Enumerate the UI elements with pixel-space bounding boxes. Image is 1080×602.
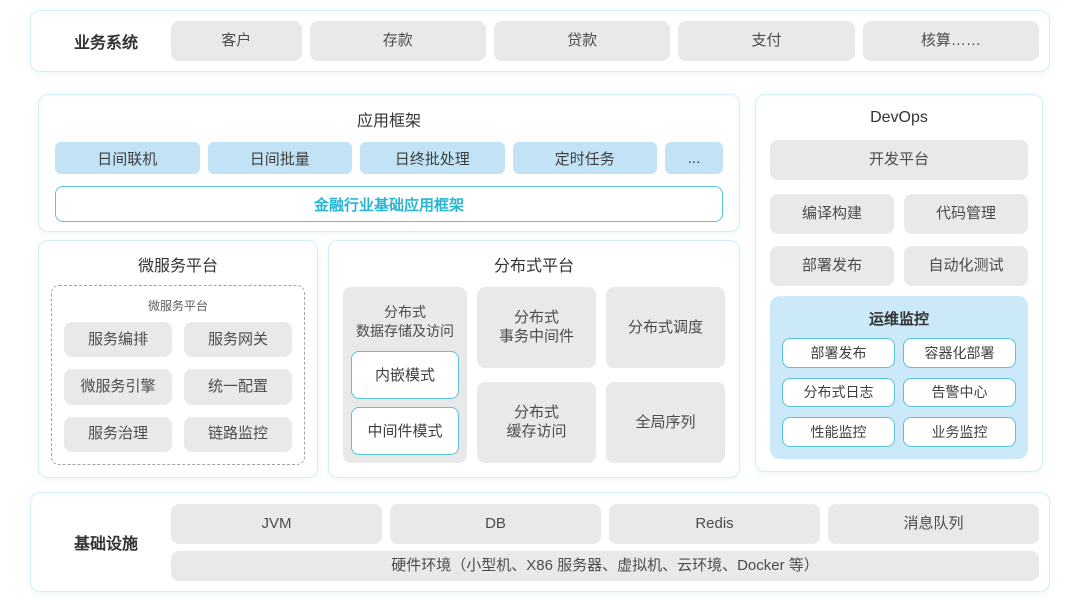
ops-monitoring-title: 运维监控 [868,311,929,328]
business-systems-boxes: 客户 存款 贷款 支付 核算…… [171,21,1040,61]
platforms-row: 微服务平台 微服务平台 服务编排 服务网关 微服务引擎 统一配置 服务治理 链路… [38,240,740,478]
hardware-environment-box: 硬件环境（小型机、X86 服务器、虚拟机、云环境、Docker 等） [171,550,1039,581]
business-systems-label: 业务系统 [73,35,138,52]
app-framework-modules: 日间联机 日间批量 日终批处理 定时任务 ... [55,142,723,174]
infrastructure-boxes: JVM DB Redis 消息队列 硬件环境（小型机、X86 服务器、虚拟机、云… [171,503,1039,581]
business-box-accounting: 核算…… [862,21,1040,61]
infrastructure-row: JVM DB Redis 消息队列 [171,503,1039,544]
distributed-column-3: 分布式调度 全局序列 [606,287,725,463]
business-systems-section: 业务系统 客户 存款 贷款 支付 核算…… [30,10,1050,72]
ms-microservice-engine: 微服务引擎 [64,369,172,405]
dev-platform-box: 开发平台 [770,140,1028,180]
microservice-title: 微服务平台 [137,258,218,275]
build-compile-box: 编译构建 [770,194,894,234]
infra-message-queue-box: 消息队列 [828,503,1039,544]
distributed-scheduling: 分布式调度 [606,287,725,368]
finance-base-framework: 金融行业基础应用框架 [55,186,723,222]
ms-unified-config: 统一配置 [184,369,292,405]
distributed-column-2: 分布式 事务中间件 分布式 缓存访问 [477,287,596,463]
distributed-transaction-middleware: 分布式 事务中间件 [477,287,596,368]
business-box-loan: 贷款 [493,21,671,61]
automated-testing-box: 自动化测试 [904,246,1028,286]
middle-left-column: 应用框架 日间联机 日间批量 日终批处理 定时任务 ... 金融行业基础应用框架… [38,94,740,478]
business-box-payment: 支付 [678,21,855,61]
module-daytime-online: 日间联机 [55,142,200,174]
distributed-content: 分布式 数据存储及访问 内嵌模式 中间件模式 分布式 事务中间件 分布式 缓存访… [343,287,725,463]
global-sequence: 全局序列 [606,381,725,463]
module-more: ... [665,142,723,174]
devops-title: DevOps [870,109,928,126]
app-framework-title: 应用框架 [356,113,421,130]
middleware-mode-box: 中间件模式 [351,406,459,455]
mon-performance-monitoring: 性能监控 [782,417,895,447]
ms-trace-monitoring: 链路监控 [184,416,292,452]
embedded-mode-box: 内嵌模式 [351,350,459,399]
devops-section: DevOps 开发平台 编译构建 代码管理 部署发布 自动化测试 运维监控 部署… [755,94,1043,472]
mon-alert-center: 告警中心 [903,377,1016,408]
module-scheduled-task: 定时任务 [512,142,657,174]
infra-jvm-box: JVM [171,503,382,544]
mon-deploy-release: 部署发布 [782,338,895,368]
module-daytime-batch: 日间批量 [207,142,352,174]
mon-distributed-logging: 分布式日志 [782,377,895,408]
business-box-customer: 客户 [171,21,302,61]
ms-service-orchestration: 服务编排 [64,322,172,358]
app-framework-section: 应用框架 日间联机 日间批量 日终批处理 定时任务 ... 金融行业基础应用框架 [38,94,740,232]
infra-db-box: DB [390,503,601,544]
business-box-deposit: 存款 [309,21,486,61]
distributed-storage-title: 分布式 数据存储及访问 [356,304,454,339]
module-eod-batch: 日终批处理 [360,142,505,174]
distributed-storage-box: 分布式 数据存储及访问 内嵌模式 中间件模式 [343,287,467,463]
ms-service-governance: 服务治理 [64,416,172,452]
mon-container-deploy: 容器化部署 [903,338,1016,368]
infrastructure-label: 基础设施 [73,536,138,553]
deploy-release-box: 部署发布 [770,246,894,286]
ms-service-gateway: 服务网关 [184,322,292,358]
ops-monitoring-grid: 部署发布 容器化部署 分布式日志 告警中心 性能监控 业务监控 [782,338,1016,447]
mon-business-monitoring: 业务监控 [903,417,1016,447]
devops-grid: 编译构建 代码管理 部署发布 自动化测试 [770,194,1028,286]
distributed-title: 分布式平台 [493,258,574,275]
middle-region: 应用框架 日间联机 日间批量 日终批处理 定时任务 ... 金融行业基础应用框架… [38,94,1043,478]
ops-monitoring-group: 运维监控 部署发布 容器化部署 分布式日志 告警中心 性能监控 业务监控 [770,296,1028,459]
distributed-cache-access: 分布式 缓存访问 [477,381,596,463]
microservice-platform-section: 微服务平台 微服务平台 服务编排 服务网关 微服务引擎 统一配置 服务治理 链路… [38,240,318,478]
infra-redis-box: Redis [609,503,820,544]
distributed-platform-section: 分布式平台 分布式 数据存储及访问 内嵌模式 中间件模式 分布式 事务中间件 分… [328,240,740,478]
infrastructure-section: 基础设施 JVM DB Redis 消息队列 硬件环境（小型机、X86 服务器、… [30,492,1050,592]
microservice-inner-group: 微服务平台 服务编排 服务网关 微服务引擎 统一配置 服务治理 链路监控 [51,285,305,465]
microservice-inner-title: 微服务平台 [147,299,208,313]
code-management-box: 代码管理 [904,194,1028,234]
microservice-grid: 服务编排 服务网关 微服务引擎 统一配置 服务治理 链路监控 [64,322,292,452]
